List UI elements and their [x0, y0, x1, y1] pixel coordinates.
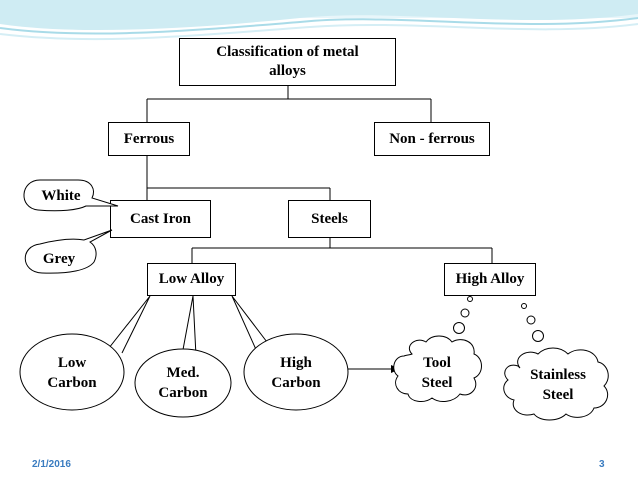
white-callout: White [41, 187, 81, 204]
low-alloy-node: Low Alloy [147, 263, 236, 296]
footer-date: 2/1/2016 [32, 459, 71, 470]
ferrous-node: Ferrous [108, 122, 190, 156]
page-number: 3 [599, 459, 605, 470]
grey-callout: Grey [42, 250, 76, 267]
high-carbon-node: High Carbon [271, 355, 321, 391]
stainless-steel-node: Stainless Steel [530, 367, 586, 403]
header-decoration [0, 0, 638, 41]
cast-iron-node: Cast Iron [110, 200, 211, 238]
tool-steel-node: Tool Steel [421, 355, 453, 391]
steels-node: Steels [288, 200, 371, 238]
high-alloy-node: High Alloy [444, 263, 536, 296]
non-ferrous-node: Non - ferrous [374, 122, 490, 156]
low-carbon-node: Low Carbon [47, 355, 97, 391]
med-carbon-node: Med. Carbon [158, 365, 208, 401]
root-node: Classification of metal alloys [179, 38, 396, 86]
